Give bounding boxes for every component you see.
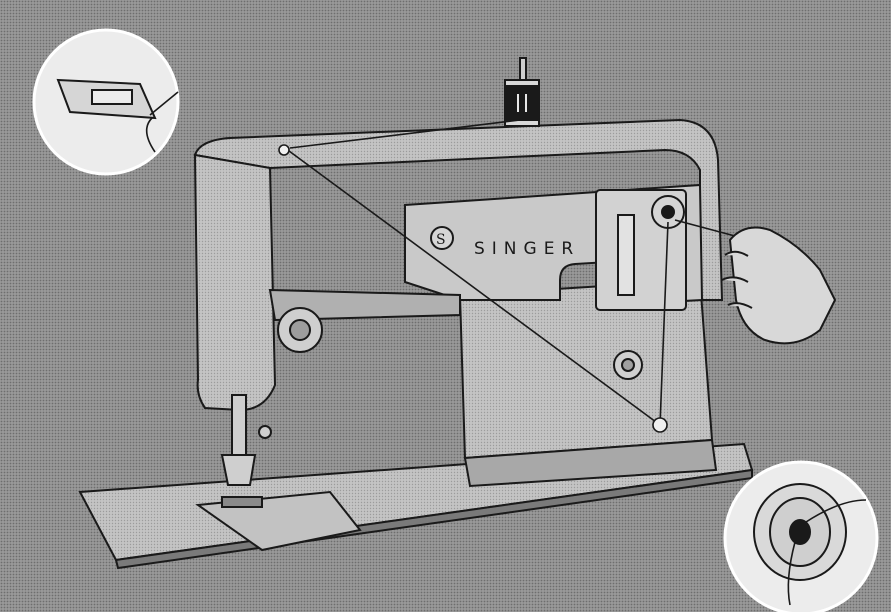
bobbin-winding-detail-inset (723, 460, 879, 612)
thread-spool-icon (504, 57, 540, 127)
svg-text:S: S (436, 232, 446, 248)
thread-guide-detail-inset (32, 28, 180, 176)
needle-plate (195, 490, 362, 552)
needle-and-presser-foot (220, 394, 272, 486)
thread-path (278, 119, 751, 433)
hand-icon (721, 226, 837, 345)
brand-badge: S (430, 226, 454, 250)
tension-dial (277, 307, 323, 353)
brand-label: SINGER (474, 239, 580, 259)
